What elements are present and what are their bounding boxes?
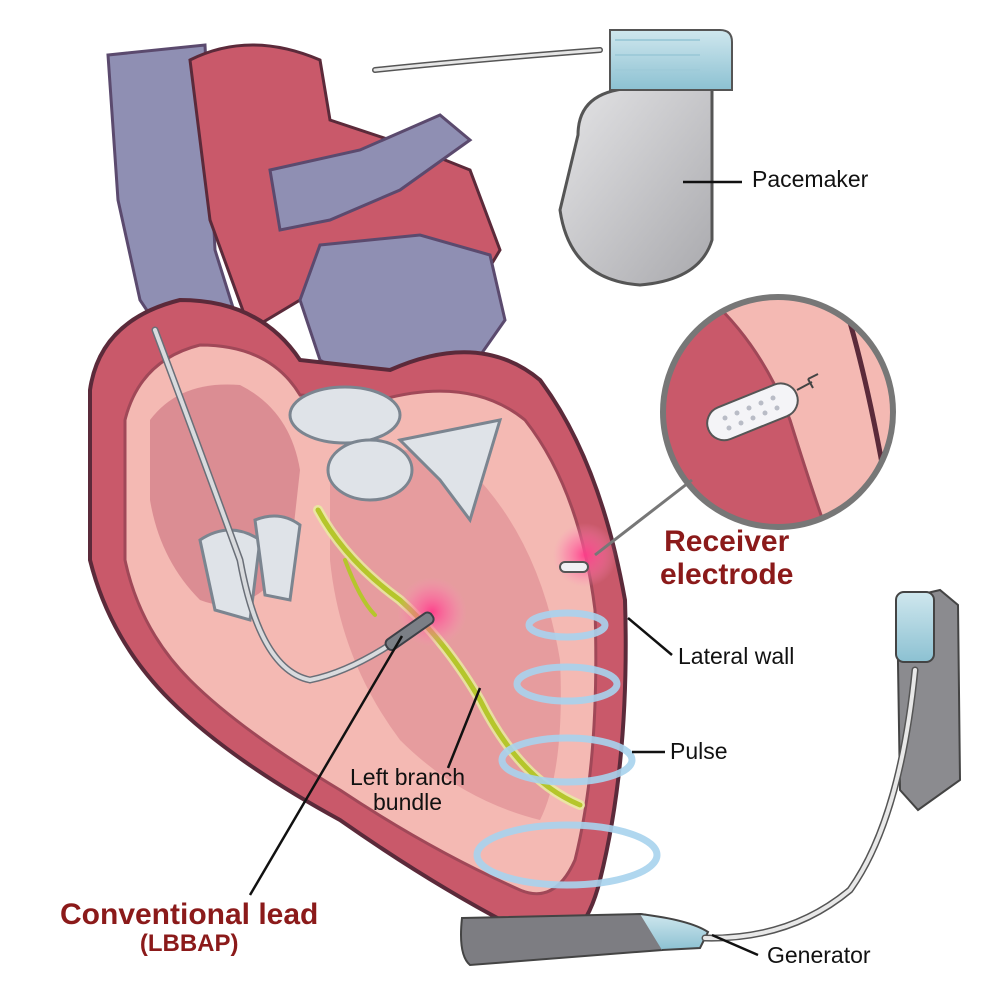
pulse-rings: [473, 609, 661, 889]
pacemaker-label: Pacemaker: [752, 166, 869, 192]
receiver-electrode-magnified-icon: [706, 373, 819, 442]
left-branch-line1: Left branch: [350, 764, 466, 790]
conventional-label-line1: Conventional lead: [60, 898, 319, 931]
receiver-electrode-icon: [559, 561, 589, 573]
receiver-label-line2: electrode: [660, 558, 794, 591]
left-branch-bundle-label: Left branch bundle: [350, 764, 466, 816]
generator-cable-inner: [703, 668, 917, 941]
pacemaker-device: [558, 29, 733, 287]
conventional-lead-wire: [151, 326, 429, 684]
lead-tip-icon: [384, 611, 435, 652]
generator-cable: [701, 666, 919, 942]
generator-label: Generator: [767, 942, 871, 968]
pulse-label: Pulse: [670, 738, 728, 764]
pacemaker-wire-inner: [373, 48, 602, 72]
conventional-lead-label: Conventional lead (LBBAP): [60, 898, 318, 957]
callout-lines: [248, 180, 759, 957]
lateral-wall-label: Lateral wall: [678, 643, 795, 669]
left-branch-line2: bundle: [373, 789, 443, 816]
generator-device: [460, 588, 962, 967]
receiver-label-line1: Receiver: [664, 525, 790, 558]
receiver-glow: [553, 523, 617, 587]
zoom-connector: [594, 478, 693, 557]
left-bundle-branch: [313, 505, 585, 810]
zoom-inset: [660, 294, 896, 530]
valves: [198, 385, 503, 622]
conventional-label-line2: (LBBAP): [139, 930, 239, 957]
receiver-electrode-label: Receiver electrode: [660, 525, 793, 591]
